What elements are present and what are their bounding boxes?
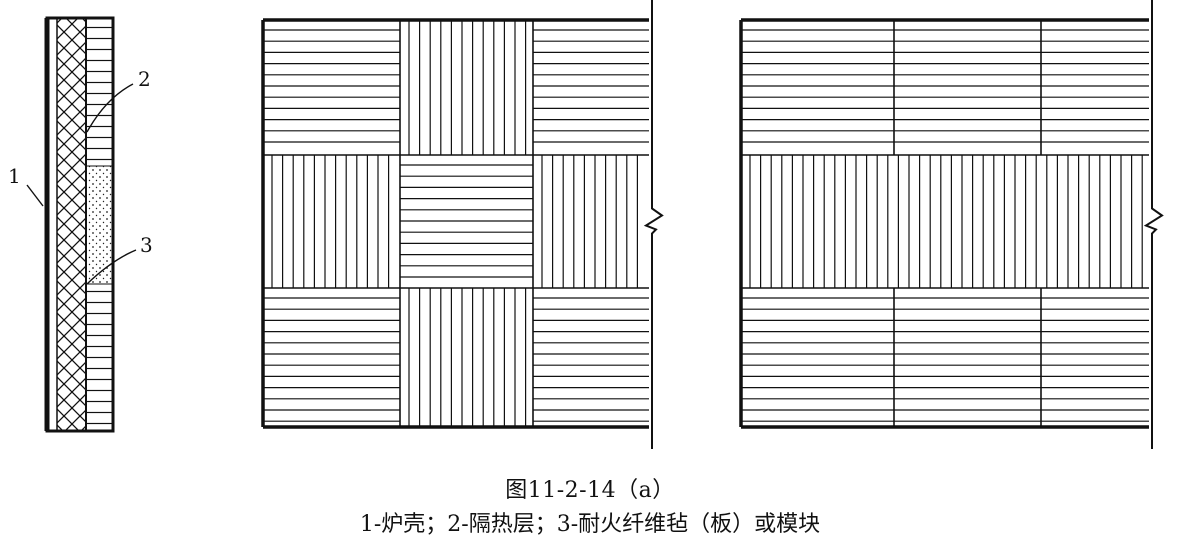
module-3-3 [1041, 297, 1149, 422]
module-1-3 [533, 29, 649, 143]
callout-leader-2 [86, 83, 134, 133]
callout-number-1: 1 [8, 164, 21, 188]
soldier-course-panel [739, 0, 1164, 449]
wall-outline [45, 16, 115, 433]
break-line [1143, 0, 1164, 449]
module-3-1 [741, 297, 894, 422]
fiber-lining-lower [86, 284, 113, 431]
callout-number-3: 3 [140, 233, 153, 257]
module-1-2 [894, 29, 1041, 143]
module-2-3 [541, 155, 639, 288]
break-line [643, 0, 664, 449]
parquet-layout-panel [261, 0, 664, 449]
callout-leader-3 [86, 249, 137, 285]
module-2-1 [271, 155, 390, 288]
fiber-lining-dotted [86, 166, 113, 284]
callouts: 1 2 3 [8, 67, 153, 285]
callout-leader-1 [26, 184, 44, 207]
wall-section [44, 16, 115, 433]
module-1-1 [741, 29, 894, 143]
module-3-2 [894, 297, 1041, 422]
module-2-2 [400, 164, 533, 278]
module-3-1 [263, 297, 400, 422]
module-3-3 [533, 297, 649, 422]
figure-caption-title: 图11-2-14（a） [505, 478, 675, 503]
module-2-1 [749, 155, 1143, 288]
callout-number-2: 2 [138, 67, 151, 91]
module-1-2 [408, 20, 527, 155]
module-1-1 [263, 29, 400, 143]
module-1-3 [1041, 29, 1149, 143]
fiber-lining-upper [86, 18, 113, 166]
module-3-2 [408, 288, 527, 427]
figure-caption-legend: 1-炉壳；2-隔热层；3-耐火纤维毡（板）或模块 [359, 512, 821, 537]
insulation-layer [57, 18, 86, 431]
